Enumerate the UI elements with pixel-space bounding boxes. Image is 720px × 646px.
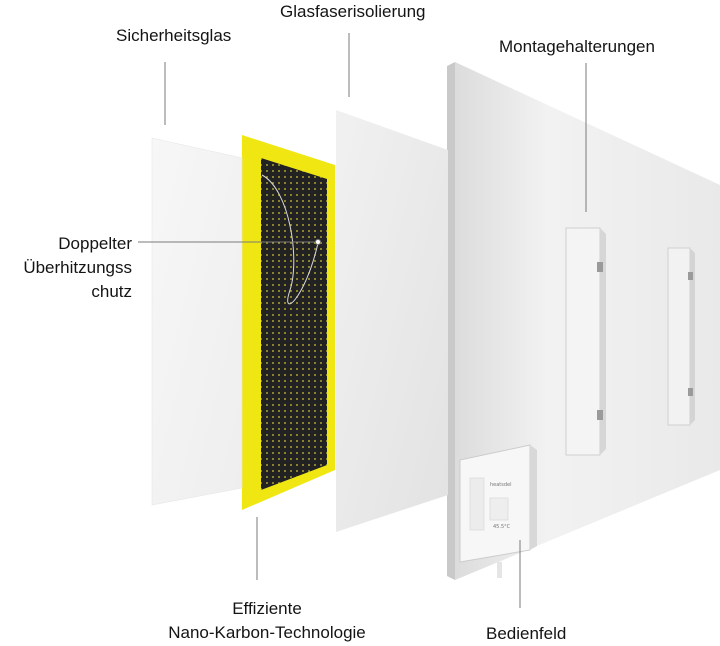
safety-glass: [151, 137, 243, 506]
label-doppelter-ueberhitzungsschutz: Doppelter Überhitzungss chutz: [23, 234, 132, 301]
glass-fiber-insulation: [336, 110, 448, 532]
mounting-bracket-left: [565, 227, 606, 456]
nano-carbon-film: [242, 135, 335, 510]
control-box: [459, 444, 537, 578]
control-box-reading: 45.5°C: [493, 524, 511, 530]
control-box-brand: heatsdel: [490, 482, 512, 488]
mounting-bracket-right: [667, 247, 695, 426]
label-bedienfeld: Bedienfeld: [486, 624, 567, 643]
label-sicherheitsglas: Sicherheitsglas: [116, 26, 232, 45]
label-nano-karbon: Effiziente Nano-Karbon-Technologie: [168, 599, 366, 642]
label-glasfaserisolierung: Glasfaserisolierung: [280, 2, 426, 21]
label-montagehalterungen: Montagehalterungen: [499, 37, 655, 56]
leader-lines: [138, 33, 587, 608]
